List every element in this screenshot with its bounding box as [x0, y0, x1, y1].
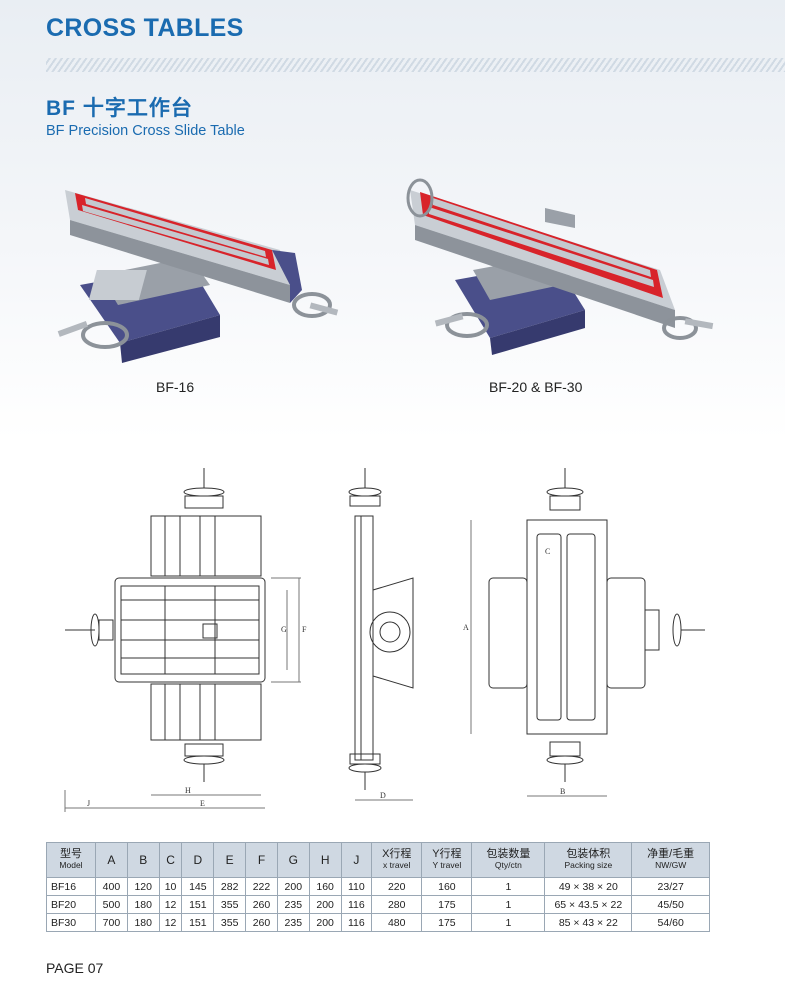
table-cell: 200: [276, 877, 310, 896]
dim-label-e: E: [200, 799, 205, 808]
table-cell: 200: [308, 895, 342, 914]
table-cell: 145: [181, 877, 215, 896]
top-view-drawing: [64, 468, 301, 812]
header-f: F: [245, 842, 278, 878]
table-cell: 1: [471, 913, 546, 932]
table-cell: 12: [158, 895, 183, 914]
header-a: A: [95, 842, 128, 878]
table-cell: 160: [421, 877, 473, 896]
table-cell: 400: [95, 877, 128, 896]
bf16-product-photo: [57, 190, 339, 363]
table-cell: 116: [340, 913, 373, 932]
table-cell: 355: [213, 913, 247, 932]
table-cell: 175: [421, 895, 473, 914]
table-cell: 12: [158, 913, 183, 932]
page-number: PAGE 07: [46, 960, 104, 976]
table-cell: 222: [245, 877, 278, 896]
header-d: D: [181, 842, 215, 878]
header-e: E: [213, 842, 247, 878]
table-cell: 116: [340, 895, 373, 914]
dim-label-a: A: [463, 623, 469, 632]
table-cell: 49 × 38 × 20: [544, 877, 633, 896]
table-cell: 120: [126, 877, 160, 896]
header-c: C: [158, 842, 183, 878]
table-cell: 65 × 43.5 × 22: [544, 895, 633, 914]
table-cell: 282: [213, 877, 247, 896]
dim-label-f: F: [302, 625, 307, 634]
table-cell: 151: [181, 913, 215, 932]
dim-label-g: G: [281, 625, 287, 634]
technical-drawings: G F H E J D A B C: [64, 468, 705, 812]
table-cell: 220: [371, 877, 423, 896]
table-cell: 45/50: [631, 895, 710, 914]
table-cell: 110: [340, 877, 373, 896]
product-title-en: BF Precision Cross Slide Table: [46, 123, 245, 139]
table-cell: 235: [276, 895, 310, 914]
table-cell: 200: [308, 913, 342, 932]
table-cell: 175: [421, 913, 473, 932]
table-cell: 1: [471, 895, 546, 914]
side-view-drawing: [348, 468, 414, 801]
dim-label-c: C: [545, 547, 550, 556]
header-j: J: [340, 842, 373, 878]
table-cell: 260: [245, 895, 278, 914]
model-cell: BF20: [46, 895, 96, 914]
table-cell: 700: [95, 913, 128, 932]
table-cell: 180: [126, 895, 160, 914]
end-view-drawing: [470, 468, 705, 797]
table-cell: 260: [245, 913, 278, 932]
table-cell: 10: [158, 877, 183, 896]
table-cell: 160: [308, 877, 342, 896]
dim-label-h: H: [185, 786, 191, 795]
table-cell: 1: [471, 877, 546, 896]
model-cell: BF30: [46, 913, 96, 932]
table-cell: 235: [276, 913, 310, 932]
table-cell: 85 × 43 × 22: [544, 913, 633, 932]
bf20-bf30-product-photo: [406, 178, 714, 355]
table-cell: 480: [371, 913, 423, 932]
title-divider: [46, 58, 785, 72]
dim-label-d: D: [380, 791, 386, 800]
header-b: B: [126, 842, 160, 878]
table-cell: 180: [126, 913, 160, 932]
bf16-caption: BF-16: [156, 379, 195, 395]
bf20-bf30-caption: BF-20 & BF-30: [489, 379, 583, 395]
header-g: G: [276, 842, 310, 878]
table-cell: 355: [213, 895, 247, 914]
model-cell: BF16: [46, 877, 96, 896]
table-cell: 23/27: [631, 877, 710, 896]
table-cell: 151: [181, 895, 215, 914]
table-cell: 500: [95, 895, 128, 914]
dim-label-j: J: [87, 799, 90, 808]
page-title: CROSS TABLES: [46, 14, 244, 42]
table-cell: 280: [371, 895, 423, 914]
table-cell: 54/60: [631, 913, 710, 932]
header-h: H: [308, 842, 342, 878]
product-title-cn: BF 十字工作台: [46, 97, 193, 120]
dim-label-b: B: [560, 787, 565, 796]
